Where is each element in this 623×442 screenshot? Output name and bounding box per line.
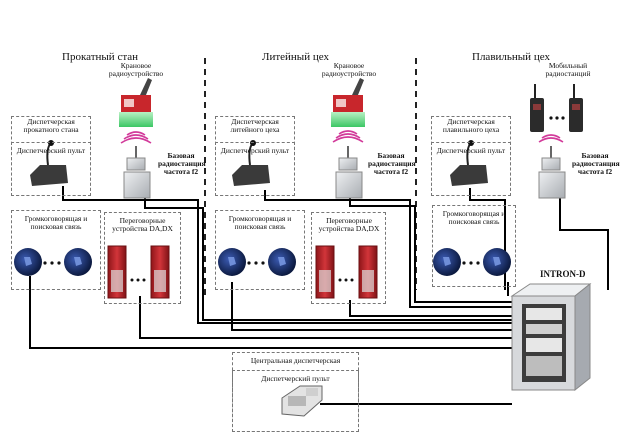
console-icon-rolling — [30, 140, 68, 186]
walkie-talkie-icon-left — [530, 84, 544, 132]
central-console-icon — [281, 385, 323, 417]
walkie-talkie-icon-right — [569, 84, 583, 132]
loudspeaker-icon-group-foundry — [218, 248, 296, 276]
cable-foundry-console — [264, 190, 512, 308]
rolling-loudspeaker-label: Громкоговорящая и поисковая связь — [24, 214, 88, 231]
foundry-intercom-label: Переговорные устройства DA,DX — [318, 216, 380, 233]
foundry-dispatcher-title: Диспетчерская литейного цеха — [230, 117, 280, 134]
base-station-icon-rolling — [123, 146, 151, 199]
rolling-intercom-label: Переговорные устройства DA,DX — [112, 216, 173, 233]
section-title-foundry: Литейный цех — [262, 51, 329, 63]
central-console-label: Диспетчерский пульт — [261, 374, 330, 383]
central-dispatcher-title: Центральная диспетчерская — [250, 356, 341, 365]
crane-radio-icon-rolling — [119, 78, 153, 127]
foundry-base-station-label: Базовая радиостанция частота f2 — [368, 151, 416, 176]
section-title-melting: Плавильный цех — [472, 51, 550, 63]
cable-melting-console — [469, 188, 506, 290]
cable-rolling-intercoms — [139, 296, 512, 339]
rolling-crane-radio-label: Крановое радиоустройство — [108, 61, 164, 78]
foundry-loudspeaker-box — [215, 210, 305, 290]
melting-mobile-radio-label: Мобильный радиостанций — [545, 61, 591, 78]
melting-loudspeaker-box — [432, 205, 516, 287]
loudspeaker-icon-group-rolling — [14, 248, 92, 276]
rolling-intercom-box — [104, 212, 181, 304]
cable-foundry-intercoms — [349, 300, 512, 317]
foundry-console-box — [215, 142, 295, 196]
rolling-console-box — [11, 142, 91, 196]
foundry-console-label: Диспетчерский пульт — [220, 146, 290, 155]
section-title-rolling: Прокатный стан — [62, 51, 139, 63]
cable-lines — [29, 186, 609, 405]
radio-wave-icon-rolling — [120, 131, 152, 144]
console-icon-foundry — [232, 140, 270, 186]
rolling-dispatcher-title: Диспетчерская прокатного стана — [23, 117, 79, 134]
crane-radio-icon-foundry — [331, 78, 365, 127]
radio-wave-icon-melting — [538, 134, 564, 143]
cable-foundry-speakers — [231, 282, 512, 331]
radio-wave-icon-foundry — [332, 130, 364, 143]
melting-console-box — [431, 142, 511, 196]
base-station-icon-foundry — [335, 146, 363, 199]
loudspeaker-icon-group-melting — [433, 248, 511, 276]
foundry-crane-radio-label: Крановое радиоустройство — [321, 61, 377, 78]
intercom-icon-group-rolling — [107, 245, 170, 299]
cabinet-icon — [510, 282, 592, 392]
melting-console-label: Диспетчерский пульт — [436, 146, 506, 155]
foundry-intercom-box — [311, 212, 386, 304]
melting-loudspeaker-label: Громкоговорящая и поисковая связь — [442, 209, 506, 226]
rolling-loudspeaker-box — [11, 210, 101, 290]
foundry-loudspeaker-label: Громкоговорящая и поисковая связь — [228, 214, 292, 231]
rolling-console-label: Диспетчерский пульт — [16, 146, 86, 155]
melting-dispatcher-title: Диспетчерская плавильного цеха — [442, 117, 500, 134]
console-icon-melting — [450, 140, 488, 186]
walkie-dots — [549, 116, 565, 120]
central-console-box — [232, 370, 359, 432]
cable-rolling-speakers — [29, 276, 512, 349]
cabinet-label: INTRON-D — [540, 269, 586, 279]
melting-base-station-label: Базовая радиостанция частота f2 — [572, 151, 620, 176]
rolling-base-station-label: Базовая радиостанция частота f2 — [158, 151, 206, 176]
base-station-icon-melting — [538, 146, 566, 199]
intercom-icon-group-foundry — [315, 245, 378, 299]
